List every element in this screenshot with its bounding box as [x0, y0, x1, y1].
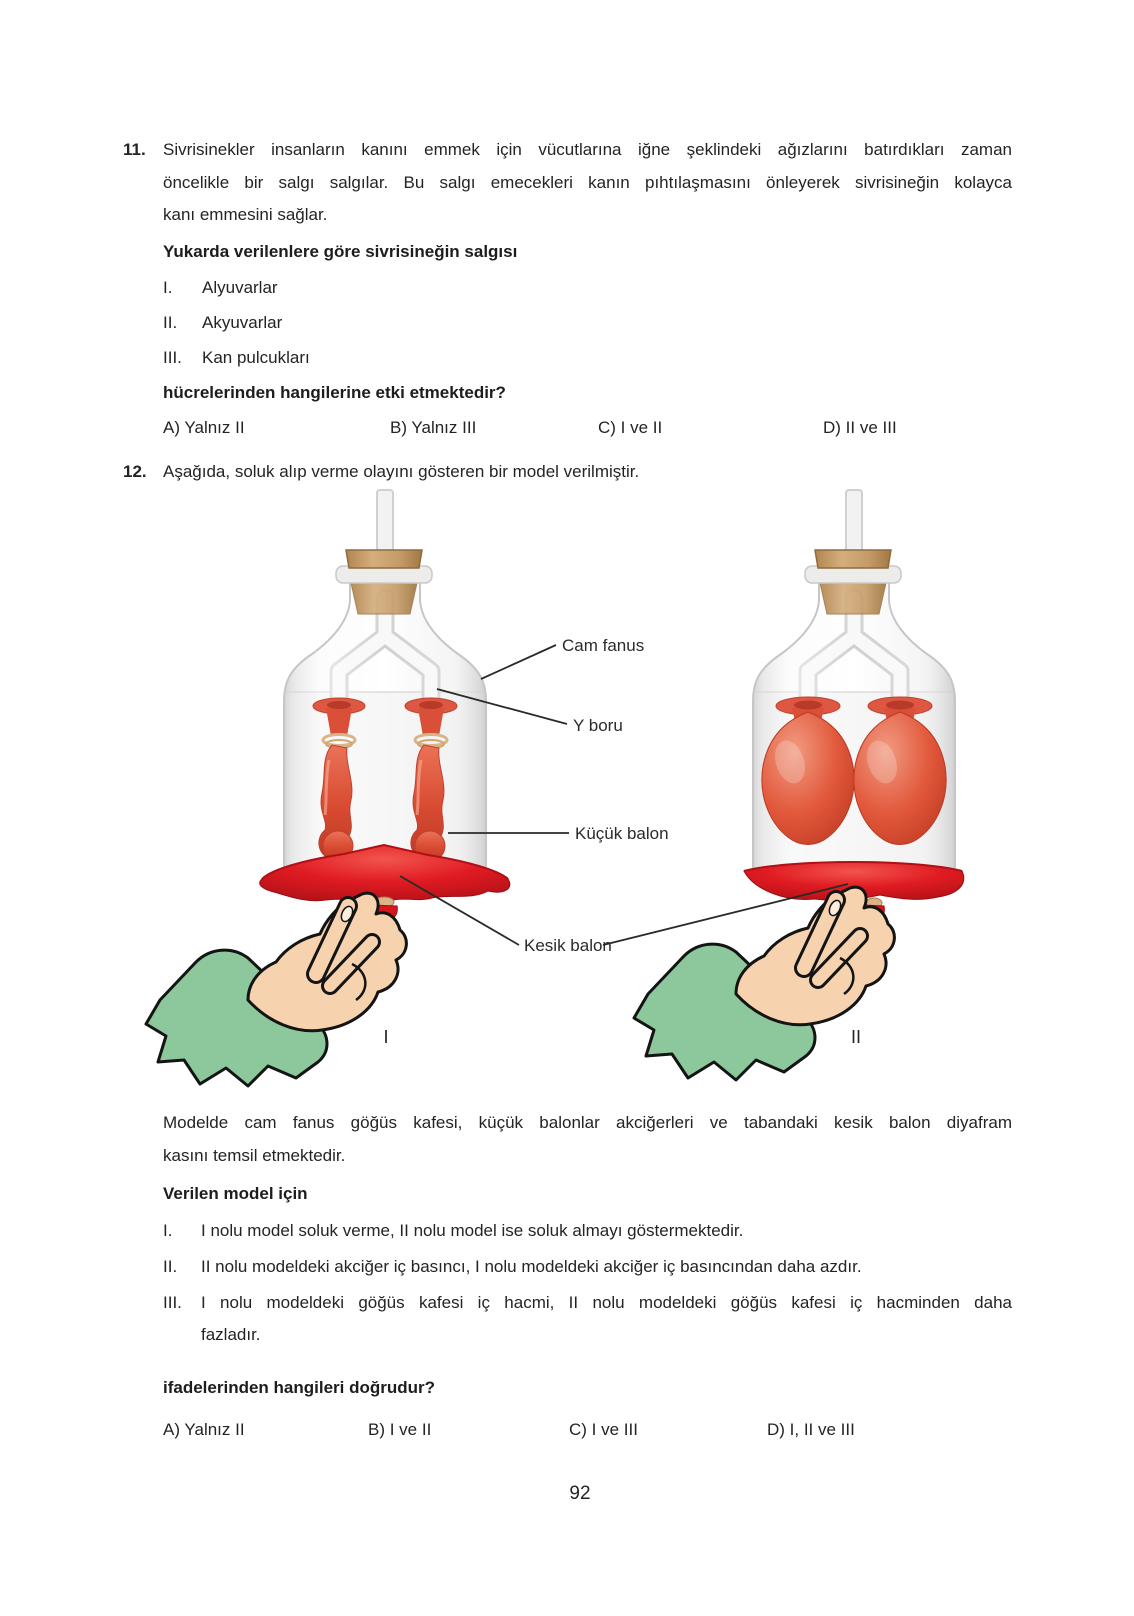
- leader-line-kesik-balon-right: [602, 883, 849, 946]
- label-y-boru: Y boru: [573, 716, 623, 735]
- label-model-1: I: [383, 1027, 388, 1047]
- hand-2: [634, 887, 894, 1080]
- q11-item-numeral: I.: [163, 278, 173, 297]
- q11-number: 11.: [123, 140, 146, 159]
- q11-item-numeral: II.: [163, 313, 178, 332]
- cut-balloon-pulled: [259, 843, 511, 922]
- label-cam-fanus: Cam fanus: [562, 636, 644, 655]
- model-2: [743, 490, 965, 921]
- q11-question: hücrelerinden hangilerine etki etmektedi…: [163, 383, 506, 402]
- page-number: 92: [569, 1483, 591, 1504]
- q11-item-text: Akyuvarlar: [202, 313, 283, 332]
- label-kesik-balon: Kesik balon: [524, 936, 612, 955]
- q12-item-text: I nolu modeldeki göğüs kafesi iç hacmi, …: [201, 1293, 1012, 1312]
- cut-balloon-relaxed: [743, 861, 965, 921]
- q12-item-numeral: I.: [163, 1221, 173, 1240]
- hand-1: [146, 893, 406, 1086]
- label-model-2: II: [851, 1027, 861, 1047]
- q12-paragraph-line: Modelde cam fanus göğüs kafesi, küçük ba…: [163, 1113, 1012, 1132]
- q12-option-d: D) I, II ve III: [767, 1420, 855, 1439]
- leader-line-kesik-balon-left: [399, 875, 520, 946]
- model-1: [259, 490, 511, 922]
- q11-heading: Yukarda verilenlere göre sivrisineğin sa…: [163, 242, 518, 261]
- q12-question: ifadelerinden hangileri doğrudur?: [163, 1378, 436, 1397]
- q11-option-d: D) II ve III: [823, 418, 897, 437]
- diagram-labels: [399, 644, 849, 946]
- q12-item-numeral: III.: [163, 1293, 182, 1312]
- small-balloons-inflated: [761, 696, 947, 845]
- q12-paragraph-line: kasını temsil etmektedir.: [163, 1146, 346, 1165]
- q12-option-b: B) I ve II: [368, 1420, 432, 1439]
- q12-option-a: A) Yalnız II: [163, 1420, 245, 1439]
- leader-line-cam-fanus: [480, 644, 557, 680]
- q12-heading: Verilen model için: [163, 1184, 308, 1203]
- q11-text-line: öncelikle bir salgı salgılar. Bu salgı e…: [163, 173, 1012, 192]
- q12-option-c: C) I ve III: [569, 1420, 638, 1439]
- q12-item-numeral: II.: [163, 1257, 178, 1276]
- label-kucuk-balon: Küçük balon: [575, 824, 669, 843]
- q12-item-text: fazladır.: [201, 1325, 261, 1344]
- small-balloons-deflated: [312, 697, 458, 862]
- q11-text-line: kanı emmesini sağlar.: [163, 205, 328, 224]
- q11-item-numeral: III.: [163, 348, 182, 367]
- q12-intro: Aşağıda, soluk alıp verme olayını göster…: [163, 462, 640, 481]
- q11-option-a: A) Yalnız II: [163, 418, 245, 437]
- balloon-knot: [373, 896, 395, 908]
- q11-option-c: C) I ve II: [598, 418, 663, 437]
- q11-item-text: Alyuvarlar: [202, 278, 278, 297]
- balloon-knot: [865, 897, 883, 909]
- q11-item-text: Kan pulcukları: [202, 348, 310, 367]
- q11-option-b: B) Yalnız III: [390, 418, 477, 437]
- q12-item-text: I nolu model soluk verme, II nolu model …: [201, 1221, 744, 1240]
- q12-number: 12.: [123, 462, 147, 481]
- q11-text-line: Sivrisinekler insanların kanını emmek iç…: [163, 140, 1012, 159]
- q12-item-text: II nolu modeldeki akciğer iç basıncı, I …: [201, 1257, 862, 1276]
- leader-line-y-boru: [436, 688, 568, 725]
